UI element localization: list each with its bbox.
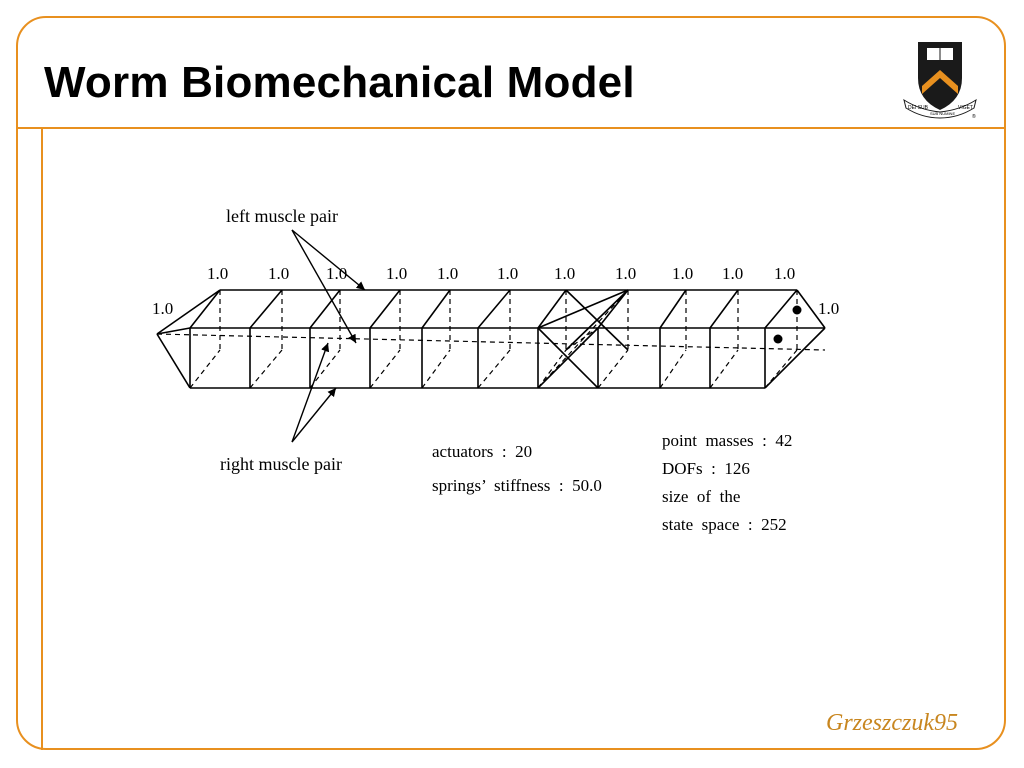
princeton-shield-icon: DEI SUB SUB NUMINE VIGET ® xyxy=(903,42,977,120)
slide-frame xyxy=(16,16,1006,750)
svg-text:®: ® xyxy=(972,113,976,120)
citation-credit: Grzeszczuk95 xyxy=(826,710,958,736)
left-margin-rule xyxy=(41,127,43,750)
hidden-edges xyxy=(156,289,826,389)
end-weight-left: 1.0 xyxy=(152,299,173,318)
stat-line: springs’ stiffness : 50.0 xyxy=(432,476,602,495)
weight-label: 1.0 xyxy=(437,264,458,283)
weight-label: 1.0 xyxy=(722,264,743,283)
right-muscle-arrows xyxy=(291,342,337,443)
title-divider xyxy=(16,127,1006,129)
left-muscle-arrows xyxy=(291,229,366,344)
logo-motto-right: VIGET xyxy=(958,105,973,111)
stats-left: actuators : 20 springs’ stiffness : 50.0 xyxy=(432,442,602,495)
stat-line: actuators : 20 xyxy=(432,442,532,461)
right-muscle-label: right muscle pair xyxy=(220,454,342,474)
stats-right: point masses : 42 DOFs : 126 size of the… xyxy=(662,431,792,534)
stat-line: point masses : 42 xyxy=(662,431,792,450)
top-weight-labels: 1.0 1.0 1.0 1.0 1.0 1.0 1.0 1.0 1.0 1.0 … xyxy=(207,264,795,283)
point-mass-marker xyxy=(792,305,802,315)
weight-label: 1.0 xyxy=(554,264,575,283)
top-connectors xyxy=(189,289,798,329)
weight-label: 1.0 xyxy=(268,264,289,283)
weight-label: 1.0 xyxy=(497,264,518,283)
left-muscle-label: left muscle pair xyxy=(226,206,338,226)
weight-label: 1.0 xyxy=(386,264,407,283)
weight-label: 1.0 xyxy=(774,264,795,283)
weight-label: 1.0 xyxy=(672,264,693,283)
slide-title: Worm Biomechanical Model xyxy=(44,58,635,107)
stat-line: size of the xyxy=(662,487,740,506)
weight-label: 1.0 xyxy=(326,264,347,283)
weight-label: 1.0 xyxy=(207,264,228,283)
end-weight-right: 1.0 xyxy=(818,299,839,318)
logo-motto-left: DEI SUB xyxy=(908,105,929,111)
stat-line: state space : 252 xyxy=(662,515,787,534)
weight-label: 1.0 xyxy=(615,264,636,283)
point-mass-marker xyxy=(773,334,783,344)
stat-line: DOFs : 126 xyxy=(662,459,750,478)
logo-motto-center: SUB NUMINE xyxy=(930,111,955,116)
